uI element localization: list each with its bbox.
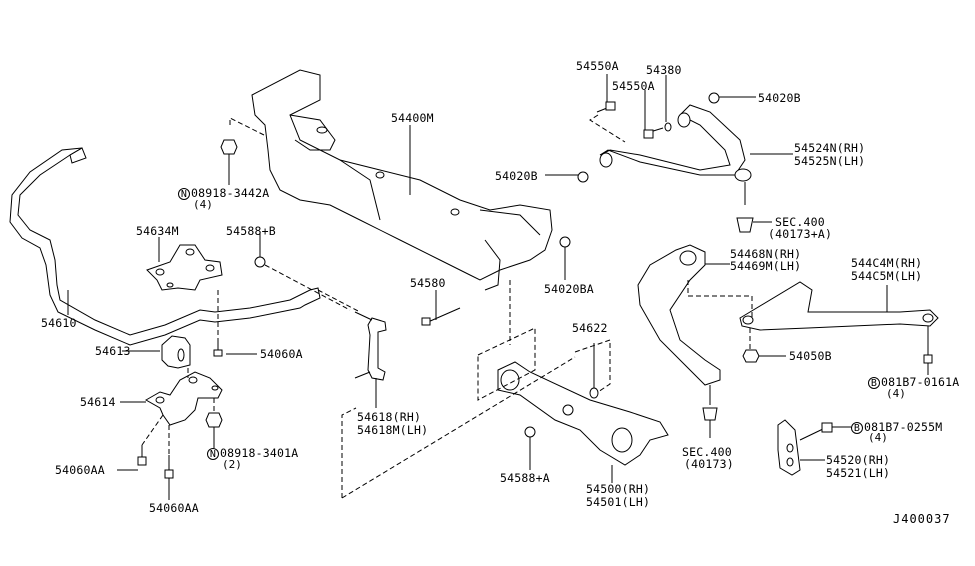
b-circle-icon: B [868, 376, 880, 389]
bolt-54060a[interactable] [213, 340, 223, 357]
nut-54622[interactable] [589, 387, 599, 399]
b-circle-icon: B [851, 421, 863, 434]
label-54618-rh: 54618(RH) [357, 410, 422, 424]
upper-arm[interactable] [599, 104, 752, 205]
leader-lines [67, 74, 929, 500]
label-54060aa-bottom: 54060AA [149, 501, 199, 515]
qty-08918-3442a: (4) [193, 198, 213, 211]
label-544c4m-rh: 544C4M(RH) [851, 256, 923, 270]
label-sec400-upper[interactable]: SEC.400 [775, 215, 825, 229]
nut-54588a[interactable] [524, 426, 536, 438]
label-54614: 54614 [80, 395, 116, 409]
label-54622: 54622 [572, 321, 608, 335]
stabilizer-link[interactable] [354, 311, 387, 381]
label-54634m: 54634M [136, 224, 179, 238]
label-54588a: 54588+A [500, 471, 550, 485]
label-54500-rh: 54500(RH) [586, 482, 651, 496]
washer-54380[interactable] [664, 122, 672, 132]
label-54020b-left: 54020B [495, 169, 538, 183]
label-54380: 54380 [646, 63, 682, 77]
label-54468n-rh: 54468N(RH) [730, 247, 802, 261]
label-54550a-1: 54550A [576, 59, 619, 73]
label-54060aa-left: 54060AA [55, 463, 105, 477]
qty-081b7-0161a: (4) [886, 387, 906, 400]
label-54524n-rh: 54524N(RH) [794, 141, 866, 155]
nut-54020b-left[interactable] [577, 171, 589, 183]
dashed-lines [141, 114, 753, 499]
bolt-54060aa-bottom[interactable] [164, 455, 174, 479]
diagram-code: J400037 [893, 512, 951, 526]
label-54520-rh: 54520(RH) [826, 453, 891, 467]
qty-081b7-0255m: (4) [868, 431, 888, 444]
label-54610: 54610 [41, 316, 77, 330]
label-54525n-lh: 54525N(LH) [794, 154, 866, 168]
nut-08918-3442a[interactable] [220, 139, 238, 155]
nut-08918-3401a[interactable] [205, 412, 223, 428]
label-54060a: 54060A [260, 347, 303, 361]
label-54580: 54580 [410, 276, 446, 290]
ref-40173a: (40173+A) [768, 227, 833, 241]
bolt-081b7-0161a[interactable] [923, 354, 933, 364]
bolt-54550a-1[interactable] [596, 101, 616, 113]
n-circle-icon: N [207, 447, 219, 460]
knuckle-arm[interactable] [637, 244, 721, 421]
bracket-54520[interactable] [777, 419, 833, 476]
tension-rod[interactable] [739, 281, 939, 355]
label-54020ba: 54020BA [544, 282, 594, 296]
stabilizer-bar[interactable] [9, 147, 321, 346]
nut-54020ba[interactable] [559, 236, 571, 248]
label-54400m: 54400M [391, 111, 434, 125]
label-54618m-lh: 54618M(LH) [357, 423, 429, 437]
nut-54588b[interactable] [254, 256, 266, 268]
label-54521-lh: 54521(LH) [826, 466, 891, 480]
bracket-54634m[interactable] [146, 244, 223, 291]
label-54588b: 54588+B [226, 224, 276, 238]
label-54613: 54613 [95, 344, 131, 358]
label-54020b-top: 54020B [758, 91, 801, 105]
nut-54050b[interactable] [742, 349, 760, 363]
bolt-54580[interactable] [421, 307, 461, 326]
bolt-54060aa-left[interactable] [137, 445, 147, 466]
qty-08918-3401a: (2) [222, 458, 242, 471]
bolt-54550a-2[interactable] [643, 127, 664, 139]
label-54469m-lh: 54469M(LH) [730, 259, 802, 273]
label-54550a-2: 54550A [612, 79, 655, 93]
ball-joint-cap-upper[interactable] [736, 217, 754, 233]
ref-40173: (40173) [684, 457, 734, 471]
label-sec400-lower[interactable]: SEC.400 [682, 445, 732, 459]
clamp-54614[interactable] [144, 371, 223, 426]
crossmember-54400m[interactable] [251, 69, 553, 291]
label-54050b: 54050B [789, 349, 832, 363]
label-54501-lh: 54501(LH) [586, 495, 651, 509]
n-circle-icon: N [178, 187, 190, 200]
lower-arm[interactable] [497, 361, 669, 466]
label-544c5m-lh: 544C5M(LH) [851, 269, 923, 283]
nut-54020b-top[interactable] [708, 92, 720, 104]
bushing-54613[interactable] [161, 335, 191, 369]
